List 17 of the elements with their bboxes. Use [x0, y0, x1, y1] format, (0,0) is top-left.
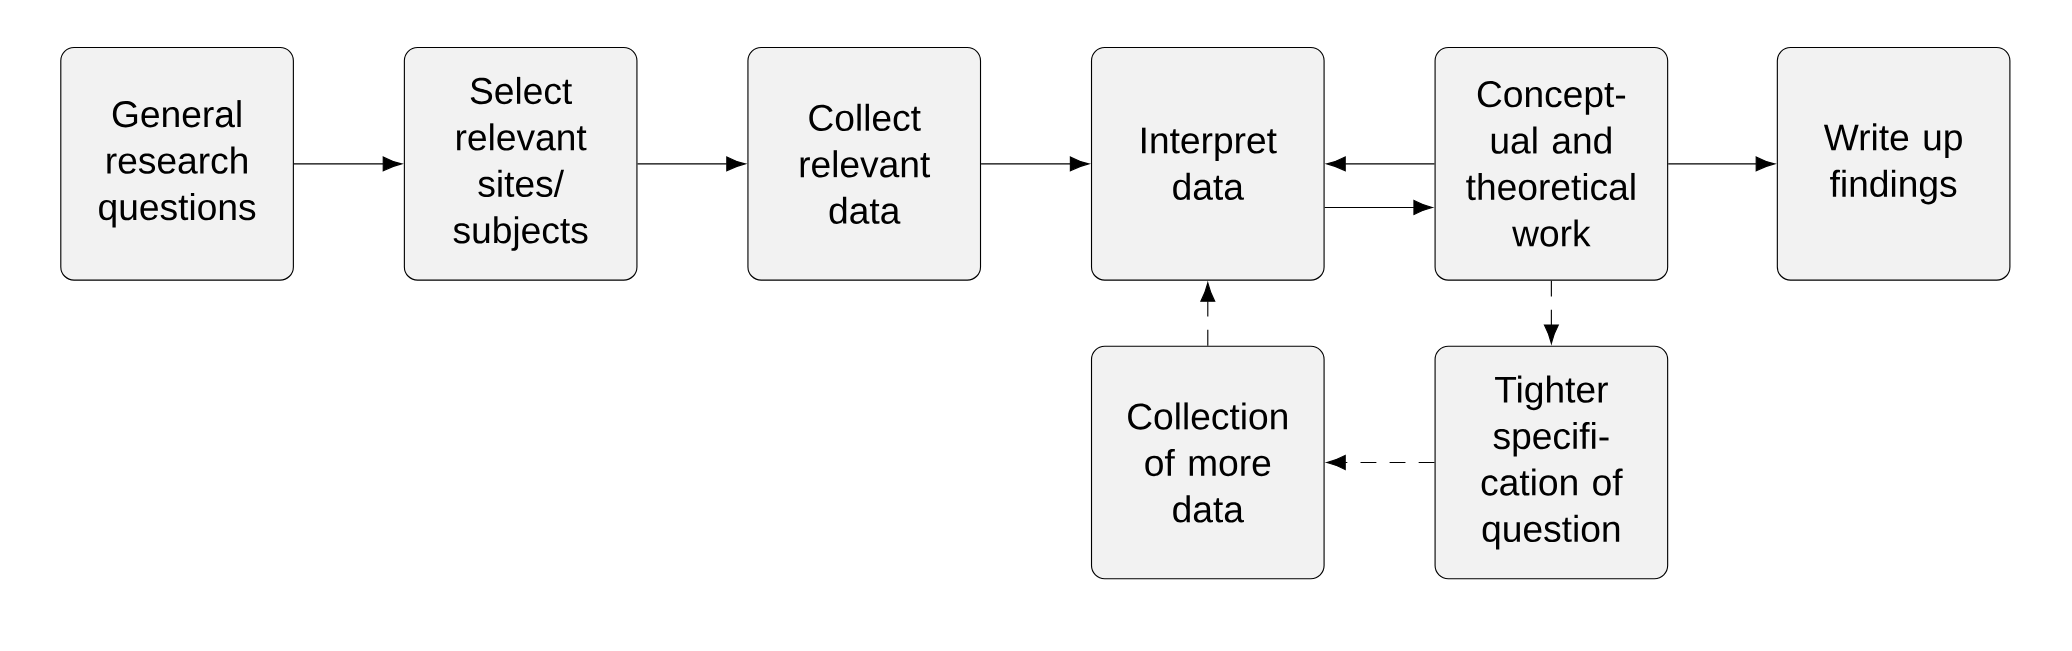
arrow — [1667, 156, 1776, 172]
process-box: Collect relevant data — [747, 46, 982, 281]
process-box: General research questions — [60, 46, 294, 281]
process-box: Collection of more data — [1090, 345, 1325, 580]
process-box: Select relevant sites/ subjects — [403, 46, 638, 281]
arrow — [1326, 156, 1436, 172]
process-box: Write up findings — [1776, 46, 2011, 281]
arrow — [980, 156, 1090, 172]
process-box: Tighter specifi-cation of question — [1434, 345, 1669, 580]
arrow — [636, 156, 746, 172]
arrow — [293, 156, 403, 172]
arrow — [1200, 282, 1216, 346]
arrow — [1543, 279, 1559, 344]
arrow — [1326, 454, 1436, 470]
arrow — [1324, 199, 1433, 215]
process-box: Concept-ual and theoretical work — [1434, 46, 1669, 281]
process-box: Interpret data — [1090, 46, 1325, 281]
